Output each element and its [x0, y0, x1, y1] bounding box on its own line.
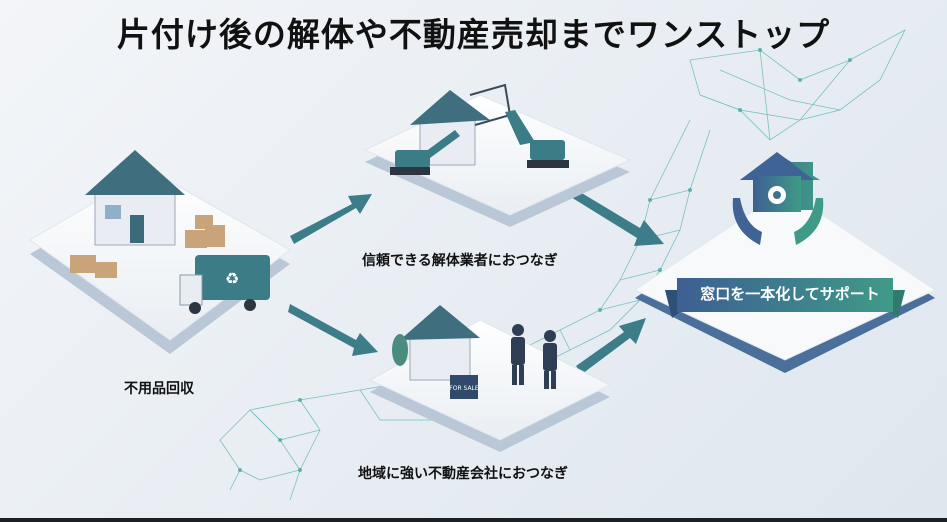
page-title: 片付け後の解体や不動産売却までワンストップ — [116, 15, 831, 54]
garbage-truck-icon: ♻ — [179, 255, 270, 314]
house-icon — [85, 150, 185, 246]
bottom-border — [0, 518, 947, 522]
for-sale-sign — [450, 375, 478, 399]
for-sale-text: FOR SALE — [449, 385, 479, 392]
goal-label: 窓口を一本化してサポート — [700, 285, 880, 303]
house-icon — [409, 334, 471, 381]
tree-icon — [392, 334, 408, 366]
tile-real-estate: FOR SALE — [368, 305, 612, 452]
arrow-realestate-to-goal — [576, 318, 646, 374]
handshake-people-icon — [511, 324, 557, 389]
boxes-icon — [70, 215, 225, 278]
step-label-demolition: 信頼できる解体業者におつなぎ — [362, 253, 558, 269]
arrow-to-realestate — [288, 304, 378, 356]
arrow-demolition-to-goal — [566, 186, 664, 246]
tile-junk-removal: ♻ — [29, 150, 291, 354]
frame-icon — [469, 83, 512, 126]
step-label-real-estate: 地域に強い不動産会社におつなぎ — [358, 466, 568, 482]
ribbon-left-tail — [665, 290, 680, 318]
hands-house-gear-icon — [732, 152, 824, 245]
arrow-to-demolition — [290, 194, 372, 244]
step-label-junk-removal: 不用品回収 — [124, 381, 194, 397]
excavator-icon — [390, 110, 569, 175]
ribbon-right-tail — [890, 290, 905, 318]
ribbon — [677, 278, 893, 312]
goal-badge — [633, 152, 937, 373]
svg-text:♻: ♻ — [225, 269, 239, 288]
tile-demolition — [363, 83, 632, 227]
